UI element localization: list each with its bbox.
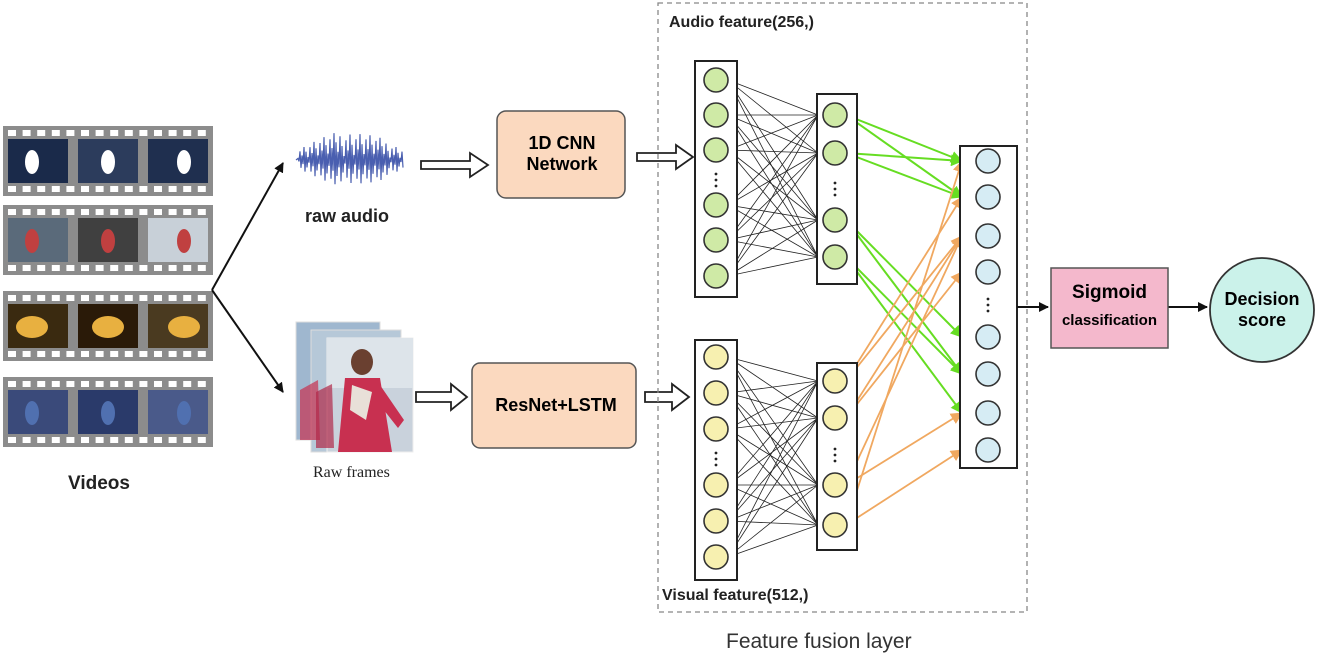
neuron (703, 416, 729, 442)
cnn-box (496, 110, 626, 199)
neuron (703, 380, 729, 406)
audio-hidden-layer (816, 93, 858, 285)
neuron (703, 102, 729, 128)
neuron (975, 361, 1001, 387)
neuron (975, 437, 1001, 463)
neuron (703, 472, 729, 498)
fusion-layer (959, 145, 1018, 469)
neuron (703, 137, 729, 163)
audio-waveform-icon (295, 133, 404, 185)
neuron (822, 244, 848, 270)
hollow-arrow-frames (415, 382, 469, 412)
arrow-to-audio (211, 162, 284, 291)
sigmoid-subtitle: classification (1061, 312, 1158, 330)
hollow-arrow-cnn (636, 143, 695, 171)
neuron (975, 148, 1001, 174)
neuron (822, 102, 848, 128)
videos-label: Videos (68, 473, 130, 494)
neuron (822, 207, 848, 233)
network-layers (694, 60, 1018, 581)
audio-feature-label: Audio feature(256,) (669, 14, 814, 31)
neuron (822, 368, 848, 394)
neuron (822, 140, 848, 166)
fusion-layer-label: Feature fusion layer (726, 630, 912, 653)
raw-audio-label: raw audio (305, 206, 390, 226)
cnn-box-label: 1D CNN Network (526, 133, 598, 174)
film-strip-icon (3, 126, 213, 447)
network-links (727, 79, 965, 558)
fusion-frame (657, 2, 1028, 613)
neuron (703, 544, 729, 570)
audio-input-layer (694, 60, 738, 298)
neuron (975, 259, 1001, 285)
decision-label: Decision score (1224, 289, 1300, 330)
neuron (975, 400, 1001, 426)
sigmoid-title: Sigmoid (1072, 282, 1147, 304)
arrow-to-frames (211, 289, 284, 393)
neuron (703, 227, 729, 253)
neuron (703, 344, 729, 370)
hollow-arrow-resnet (644, 382, 691, 412)
neuron (822, 405, 848, 431)
visual-hidden-layer (816, 362, 858, 551)
hollow-arrows (415, 143, 695, 412)
neuron (975, 324, 1001, 350)
neuron (975, 184, 1001, 210)
resnet-box (471, 362, 637, 449)
neuron (822, 512, 848, 538)
neuron (822, 472, 848, 498)
neuron (975, 223, 1001, 249)
neuron (703, 263, 729, 289)
hollow-arrow-audio (420, 151, 490, 179)
raw-frames-label: Raw frames (313, 464, 390, 481)
neuron (703, 67, 729, 93)
neuron (703, 508, 729, 534)
resnet-box-label: ResNet+LSTM (495, 394, 617, 415)
visual-feature-label: Visual feature(512,) (662, 587, 809, 604)
decision-node (1209, 257, 1315, 363)
video-frames-icon (295, 321, 414, 453)
visual-input-layer (694, 339, 738, 581)
sigmoid-box (1050, 267, 1169, 349)
neuron (703, 192, 729, 218)
